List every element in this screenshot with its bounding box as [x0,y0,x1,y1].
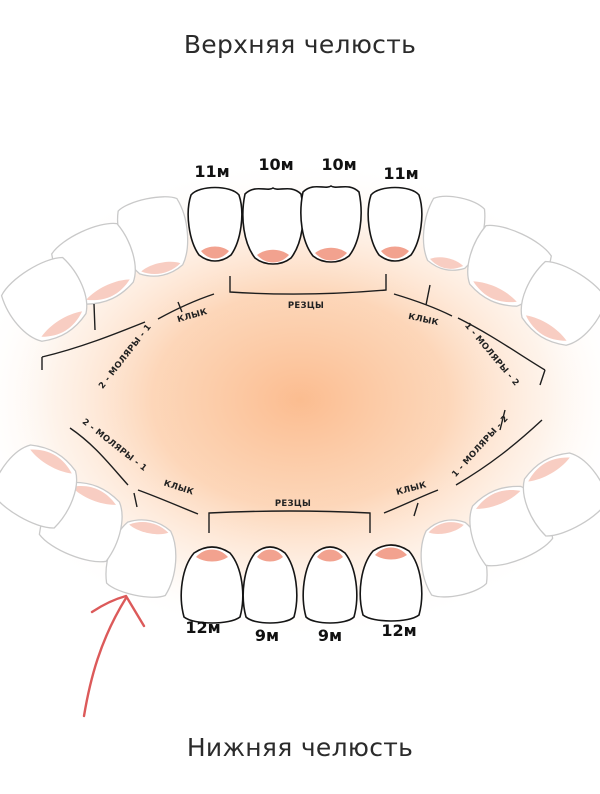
lower-left-molars-bracket [69,427,129,486]
lower-right-canine-bracket [383,489,439,517]
upper-jaw-title: Верхняя челюсть [183,30,417,59]
lower-right-molar-2-tooth [522,452,600,537]
lower-incisor-right-lateral [359,544,423,622]
lower-right-molars-bracket [455,409,543,486]
lower-incisors-label: РЕЗЦЫ [275,499,311,509]
lower-age-label-1: 12м [185,618,220,637]
lower-incisor-right-central [302,546,358,624]
upper-right-molars-bracket [457,317,546,386]
upper-age-label-4: 11м [383,164,418,183]
lower-left-canine-bracket [133,489,199,515]
upper-age-label-1: 11м [194,162,229,181]
upper-incisor-left-central [242,187,304,265]
lower-age-label-3: 9м [318,626,342,645]
lower-incisor-left-central [242,546,298,624]
lower-incisors-bracket [208,510,371,533]
upper-incisor-right-lateral [367,186,423,262]
upper-left-canine-bracket [157,293,215,320]
upper-left-molar-2-tooth [0,256,88,342]
upper-right-molar-2-tooth [520,260,600,346]
lower-incisor-left-lateral [180,546,244,624]
upper-incisor-left-lateral [187,186,243,262]
lower-right-canine-tooth [420,519,488,598]
upper-left-molars-bracket [41,303,146,370]
lower-left-molar-2-tooth [0,444,78,529]
lower-age-label-4: 12м [381,621,416,640]
upper-age-label-3: 10м [321,155,356,174]
upper-incisor-right-central [300,185,362,263]
lower-age-label-2: 9м [255,626,279,645]
upper-right-canine-tooth [422,195,486,271]
upper-incisors-bracket [229,274,387,295]
upper-age-label-2: 10м [258,155,293,174]
lower-jaw-title: Нижняя челюсть [186,733,414,762]
upper-right-canine-bracket [393,284,453,317]
hand-drawn-arrow-icon [82,594,146,718]
upper-incisors-label: РЕЗЦЫ [288,301,324,311]
